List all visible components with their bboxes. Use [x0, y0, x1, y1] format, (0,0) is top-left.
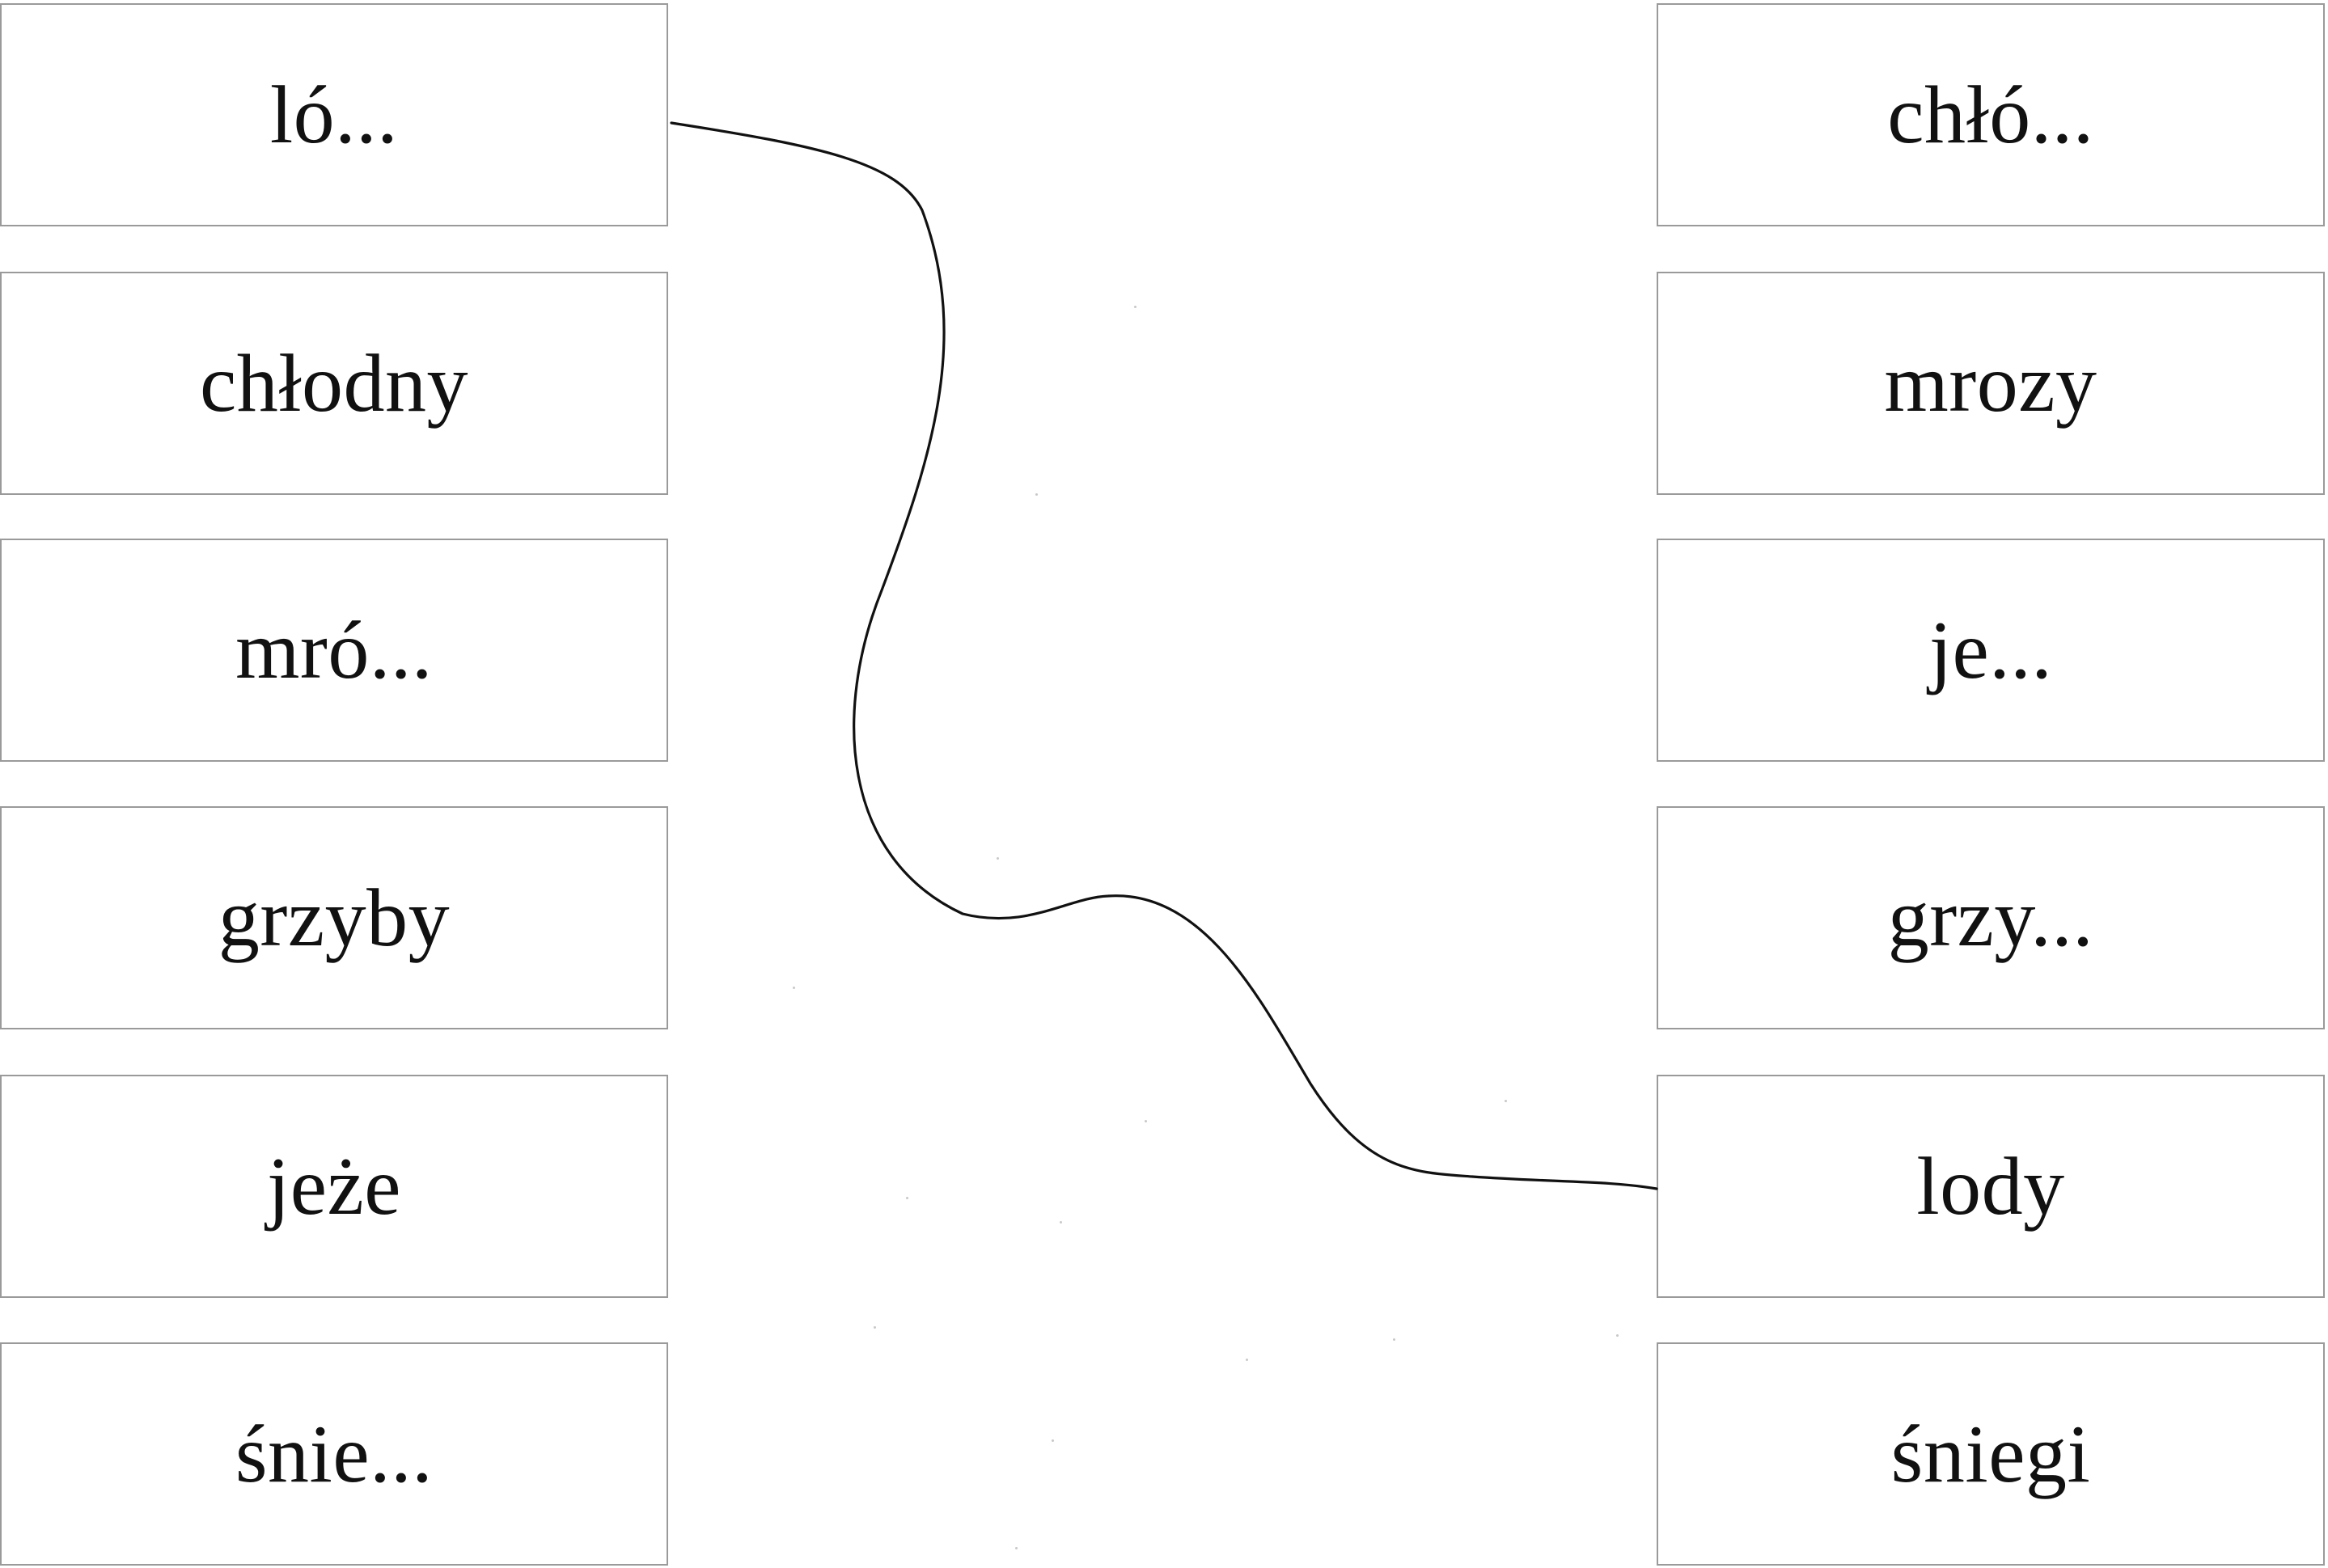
right-card-3-text: je...: [1928, 604, 2053, 696]
speck: [1060, 1221, 1062, 1224]
speck: [1145, 1120, 1147, 1122]
left-card-2[interactable]: chłodny: [0, 272, 668, 495]
right-card-2-text: mrozy: [1884, 337, 2097, 429]
speck: [1616, 1334, 1619, 1337]
speck: [997, 857, 999, 860]
left-card-6-text: śnie...: [235, 1408, 434, 1500]
speck: [1035, 493, 1038, 496]
left-card-5[interactable]: jeże: [0, 1075, 668, 1298]
right-card-3[interactable]: je...: [1657, 539, 2325, 762]
speck: [906, 1197, 908, 1199]
right-card-4-text: grzy...: [1887, 872, 2094, 964]
speck: [1505, 1100, 1507, 1102]
right-card-1[interactable]: chłó...: [1657, 3, 2325, 226]
speck: [874, 1326, 876, 1329]
speck: [1134, 306, 1136, 308]
left-card-3[interactable]: mró...: [0, 539, 668, 762]
right-card-5[interactable]: lody: [1657, 1075, 2325, 1298]
right-card-4[interactable]: grzy...: [1657, 806, 2325, 1029]
speck: [1052, 1439, 1054, 1442]
left-card-5-text: jeże: [266, 1140, 402, 1232]
speck: [1246, 1359, 1248, 1361]
speck: [1393, 1338, 1395, 1341]
left-card-1-text: ló...: [269, 69, 399, 161]
right-card-1-text: chłó...: [1887, 69, 2094, 161]
left-card-4-text: grzyby: [218, 872, 451, 964]
right-card-6[interactable]: śniegi: [1657, 1342, 2325, 1566]
speck: [1015, 1547, 1018, 1549]
right-card-2[interactable]: mrozy: [1657, 272, 2325, 495]
connection-line-lo-to-lody[interactable]: [670, 121, 1658, 1190]
left-card-1[interactable]: ló...: [0, 3, 668, 226]
left-card-4[interactable]: grzyby: [0, 806, 668, 1029]
right-card-6-text: śniegi: [1890, 1408, 2091, 1500]
left-card-3-text: mró...: [235, 604, 433, 696]
left-card-2-text: chłodny: [199, 337, 469, 429]
right-card-5-text: lody: [1916, 1140, 2065, 1232]
left-card-6[interactable]: śnie...: [0, 1342, 668, 1566]
speck: [793, 987, 795, 989]
